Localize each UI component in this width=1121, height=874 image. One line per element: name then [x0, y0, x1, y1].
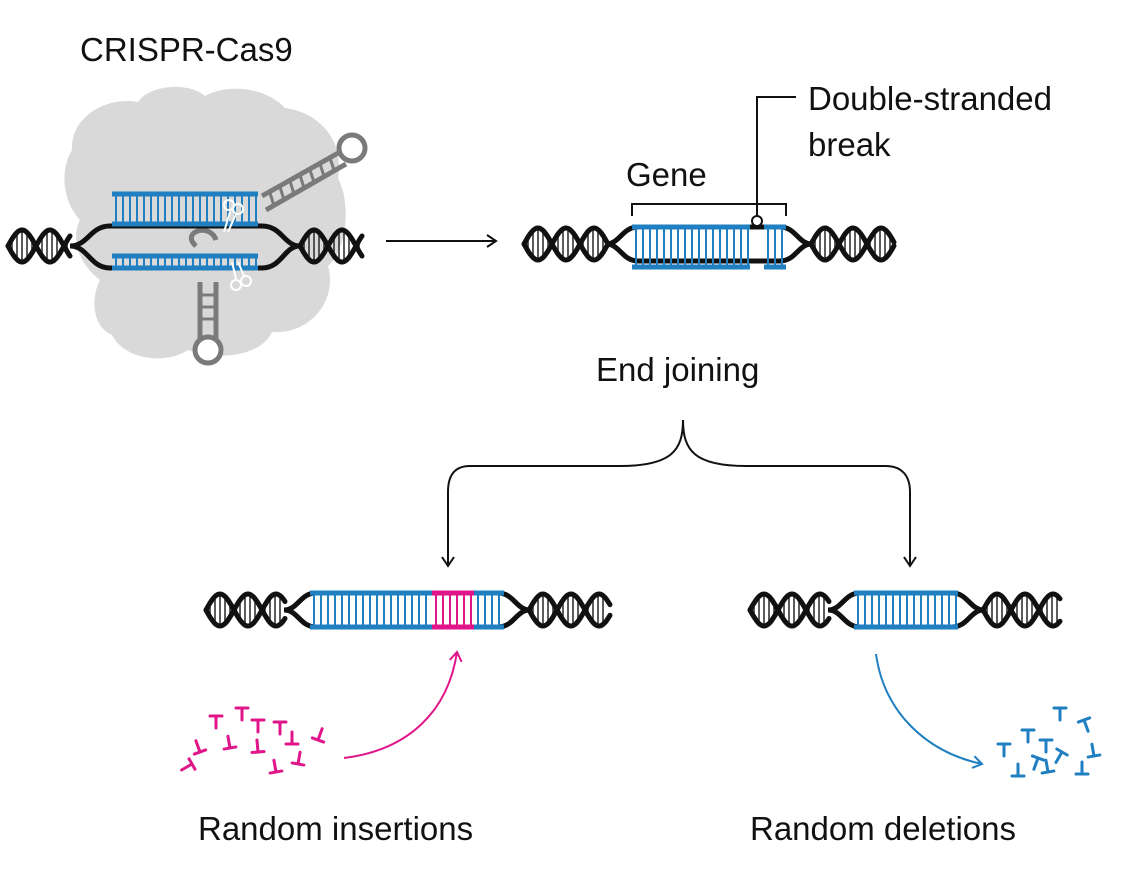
nucleotide: [1074, 760, 1090, 776]
insertions-label: Random insertions: [198, 810, 473, 847]
branch-arrow-right: [682, 419, 917, 568]
scissors-icon: [230, 261, 252, 291]
nucleotide: [1076, 716, 1092, 733]
nucleotide: [310, 727, 326, 744]
nucleotide: [1020, 728, 1036, 744]
gene-segment: [310, 590, 432, 630]
break-marker: [751, 215, 763, 227]
nucleotide: [250, 718, 266, 734]
gene-segment: [474, 590, 504, 630]
nucleotide: [1054, 747, 1069, 764]
gene-label: Gene: [626, 156, 707, 193]
dna-with-break: [521, 224, 897, 270]
nucleotide: [208, 714, 224, 730]
dna-with-cas9: [5, 191, 365, 271]
helix-left: [747, 591, 832, 629]
helix-left: [203, 591, 288, 629]
nucleotide: [222, 734, 238, 751]
gene-segment: [764, 224, 786, 270]
deletions-label: Random deletions: [750, 810, 1016, 847]
helix-right: [297, 227, 365, 265]
break-label-line1: Double-stranded: [808, 80, 1052, 117]
nucleotide: [1052, 706, 1068, 722]
nucleotide: [284, 730, 300, 746]
nucleotide: [272, 720, 288, 736]
guide-rna-top: [260, 132, 368, 213]
nucleotide: [1086, 742, 1102, 759]
deletion-arrow: [875, 653, 984, 769]
insertion-arrow: [343, 650, 463, 759]
guide-rna-bottom: [188, 227, 224, 366]
end-joining-label: End joining: [596, 351, 759, 388]
helix-left: [5, 227, 73, 265]
inserted-segment: [432, 590, 474, 630]
dna-with-insertion: [203, 590, 613, 630]
helix-right: [808, 225, 897, 263]
gene-segment: [632, 224, 750, 270]
nucleotide: [1030, 754, 1046, 771]
gene-bracket: [631, 203, 787, 216]
nucleotide: [996, 742, 1012, 758]
inserted-nucleotides: [180, 706, 326, 775]
dna-with-deletion: [747, 590, 1063, 630]
nucleotide: [234, 706, 250, 722]
gene-segment-top: [112, 191, 258, 227]
gene-segment: [854, 590, 958, 630]
nucleotide: [250, 738, 266, 755]
nucleotide: [290, 750, 306, 767]
nucleotide: [268, 758, 284, 775]
helix-right: [526, 591, 613, 629]
nucleotide: [180, 757, 197, 772]
deleted-nucleotides: [996, 706, 1102, 778]
break-label-line2: break: [808, 126, 891, 163]
scissors-icon: [223, 199, 244, 233]
branch-arrow-left: [441, 419, 684, 568]
crispr-title: CRISPR-Cas9: [80, 31, 293, 68]
nucleotide: [1038, 738, 1054, 754]
nucleotide: [1010, 762, 1026, 778]
nucleotide: [192, 739, 208, 756]
helix-left: [521, 225, 610, 263]
helix-right: [980, 591, 1063, 629]
nucleotide: [1040, 758, 1056, 775]
break-pointer: [756, 96, 796, 216]
